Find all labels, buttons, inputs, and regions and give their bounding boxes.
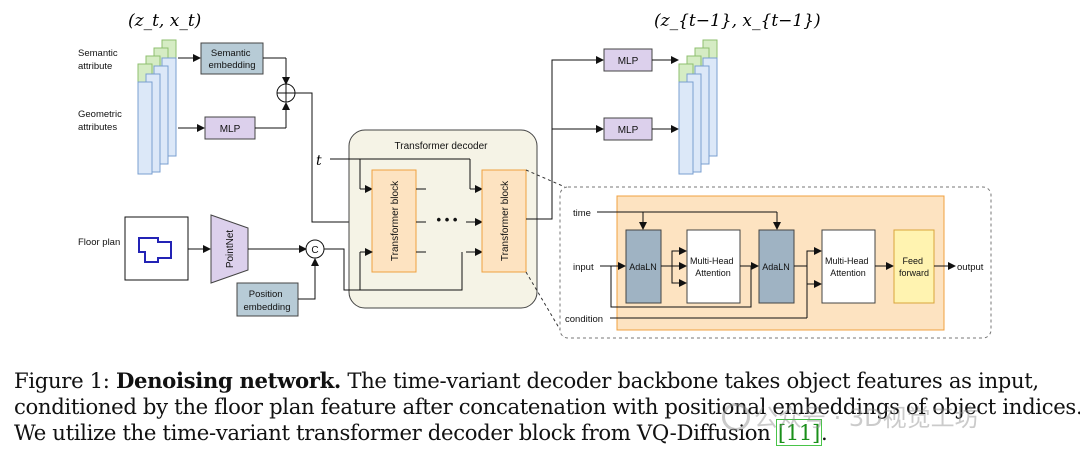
transformer-block-2-text: Transformer block — [500, 180, 511, 261]
mha-2-text: Multi-Head Attention — [825, 256, 871, 278]
adaln-1-box — [625, 229, 662, 304]
mha-2-box — [821, 229, 876, 304]
caption-line3-end: . — [820, 420, 828, 445]
input-label: input — [573, 262, 594, 273]
mlp-geometric-out-text: MLP — [618, 125, 639, 136]
t-label: t — [316, 153, 322, 169]
transformer-block-1-text: Transformer block — [390, 180, 401, 261]
output-label: output — [957, 262, 984, 273]
time-label: time — [573, 208, 591, 219]
citation-link[interactable]: [11] — [775, 419, 822, 446]
adaln-1-text: AdaLN — [629, 262, 657, 272]
caption-line-2: conditioned by the floor plan feature af… — [14, 394, 1080, 419]
floor-plan-box — [124, 216, 189, 281]
sum-node — [276, 83, 296, 103]
pointnet-box — [210, 214, 249, 284]
output-token-stack — [678, 39, 718, 175]
condition-label: condition — [565, 314, 603, 325]
mlp-geometric-text: MLP — [220, 124, 241, 135]
semantic-embedding-box — [200, 42, 264, 75]
state-t-label: (z_t, x_t) — [128, 11, 201, 31]
semantic-embedding-text: Semantic embedding — [208, 48, 255, 71]
adaln-2-text: AdaLN — [762, 262, 790, 272]
caption-title: Denoising network. — [115, 368, 341, 393]
adaln-2-box — [758, 229, 795, 304]
caption-line-3: We utilize the time-variant transformer … — [14, 419, 1076, 446]
floor-plan-shape — [138, 237, 172, 263]
transformer-decoder-title: Transformer decoder — [395, 141, 489, 152]
concat-label: C — [311, 245, 318, 256]
transformer-block-2 — [481, 169, 527, 273]
geometric-attributes-label: Geometric attributes — [78, 109, 124, 133]
state-t1-label: (z_{t−1}, x_{t−1}) — [654, 11, 821, 31]
mha-1-box — [686, 229, 741, 304]
feed-forward-text: Feed forward — [899, 256, 929, 278]
input-token-stack — [137, 39, 177, 175]
pointnet-text: PointNet — [225, 230, 236, 269]
position-embedding-box — [236, 282, 299, 317]
caption-line-1: Figure 1: Denoising network. The time-va… — [14, 368, 1076, 394]
mha-1-text: Multi-Head Attention — [690, 256, 736, 278]
ellipsis: • • • — [437, 212, 458, 227]
semantic-attribute-label: Semantic attribute — [78, 48, 120, 72]
diagram: (z_t, x_t) Semantic attribute Geometric … — [78, 11, 992, 339]
caption-fig: Figure 1: — [14, 368, 110, 393]
figure-caption: Figure 1: Denoising network. The time-va… — [14, 368, 1080, 446]
position-embedding-text: Position embedding — [243, 289, 290, 313]
caption-line3-text: We utilize the time-variant transformer … — [14, 420, 777, 445]
caption-line1-rest: The time-variant decoder backbone takes … — [347, 368, 1039, 393]
mlp-semantic-out-text: MLP — [618, 56, 639, 67]
floor-plan-label: Floor plan — [78, 237, 120, 248]
transformer-block-1 — [371, 169, 417, 273]
feed-forward-box — [893, 229, 935, 304]
